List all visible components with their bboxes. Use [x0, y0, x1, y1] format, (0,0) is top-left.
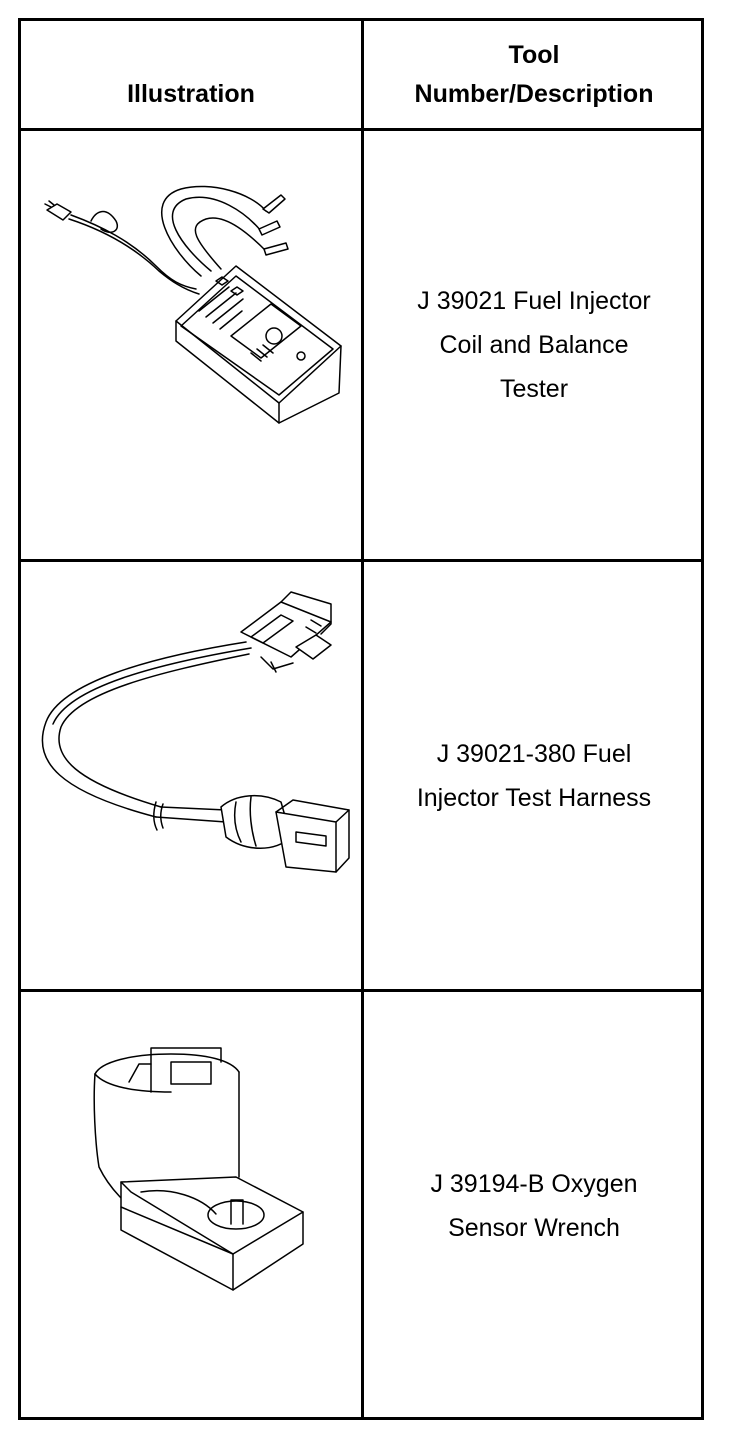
description-cell: J 39194-B Oxygen Sensor Wrench	[364, 992, 704, 1420]
row-divider	[21, 559, 701, 562]
description-cell: J 39021-380 Fuel Injector Test Harness	[364, 562, 704, 989]
illustration-cell	[21, 562, 361, 989]
description-line: Injector Test Harness	[416, 783, 652, 812]
fuel-injector-tester-icon	[44, 185, 342, 424]
header-description-label: Number/Description	[414, 80, 654, 108]
description-line: J 39021-380 Fuel	[436, 739, 632, 768]
description-line: Coil and Balance	[439, 331, 629, 359]
header-illustration-label: Illustration	[127, 80, 255, 108]
illustration-cell	[21, 992, 361, 1420]
description-line: Sensor Wrench	[448, 1214, 620, 1242]
description-cell: J 39021 Fuel Injector Coil and Balance T…	[364, 131, 704, 559]
tools-table: Illustration Tool Number/Description	[18, 18, 704, 1420]
description-line: Tester	[499, 375, 569, 403]
illustration-cell	[21, 131, 361, 559]
description-line: J 39194-B Oxygen	[430, 1170, 638, 1198]
row-divider	[21, 128, 701, 131]
test-harness-icon	[41, 591, 350, 873]
column-divider	[361, 21, 364, 1417]
header-tool-description: Tool Number/Description	[364, 21, 704, 128]
header-illustration: Illustration	[21, 21, 361, 128]
description-line: J 39021 Fuel Injector	[417, 287, 651, 315]
header-tool-label: Tool	[508, 41, 560, 69]
oxygen-sensor-wrench-icon	[93, 1047, 304, 1291]
row-divider	[21, 989, 701, 992]
